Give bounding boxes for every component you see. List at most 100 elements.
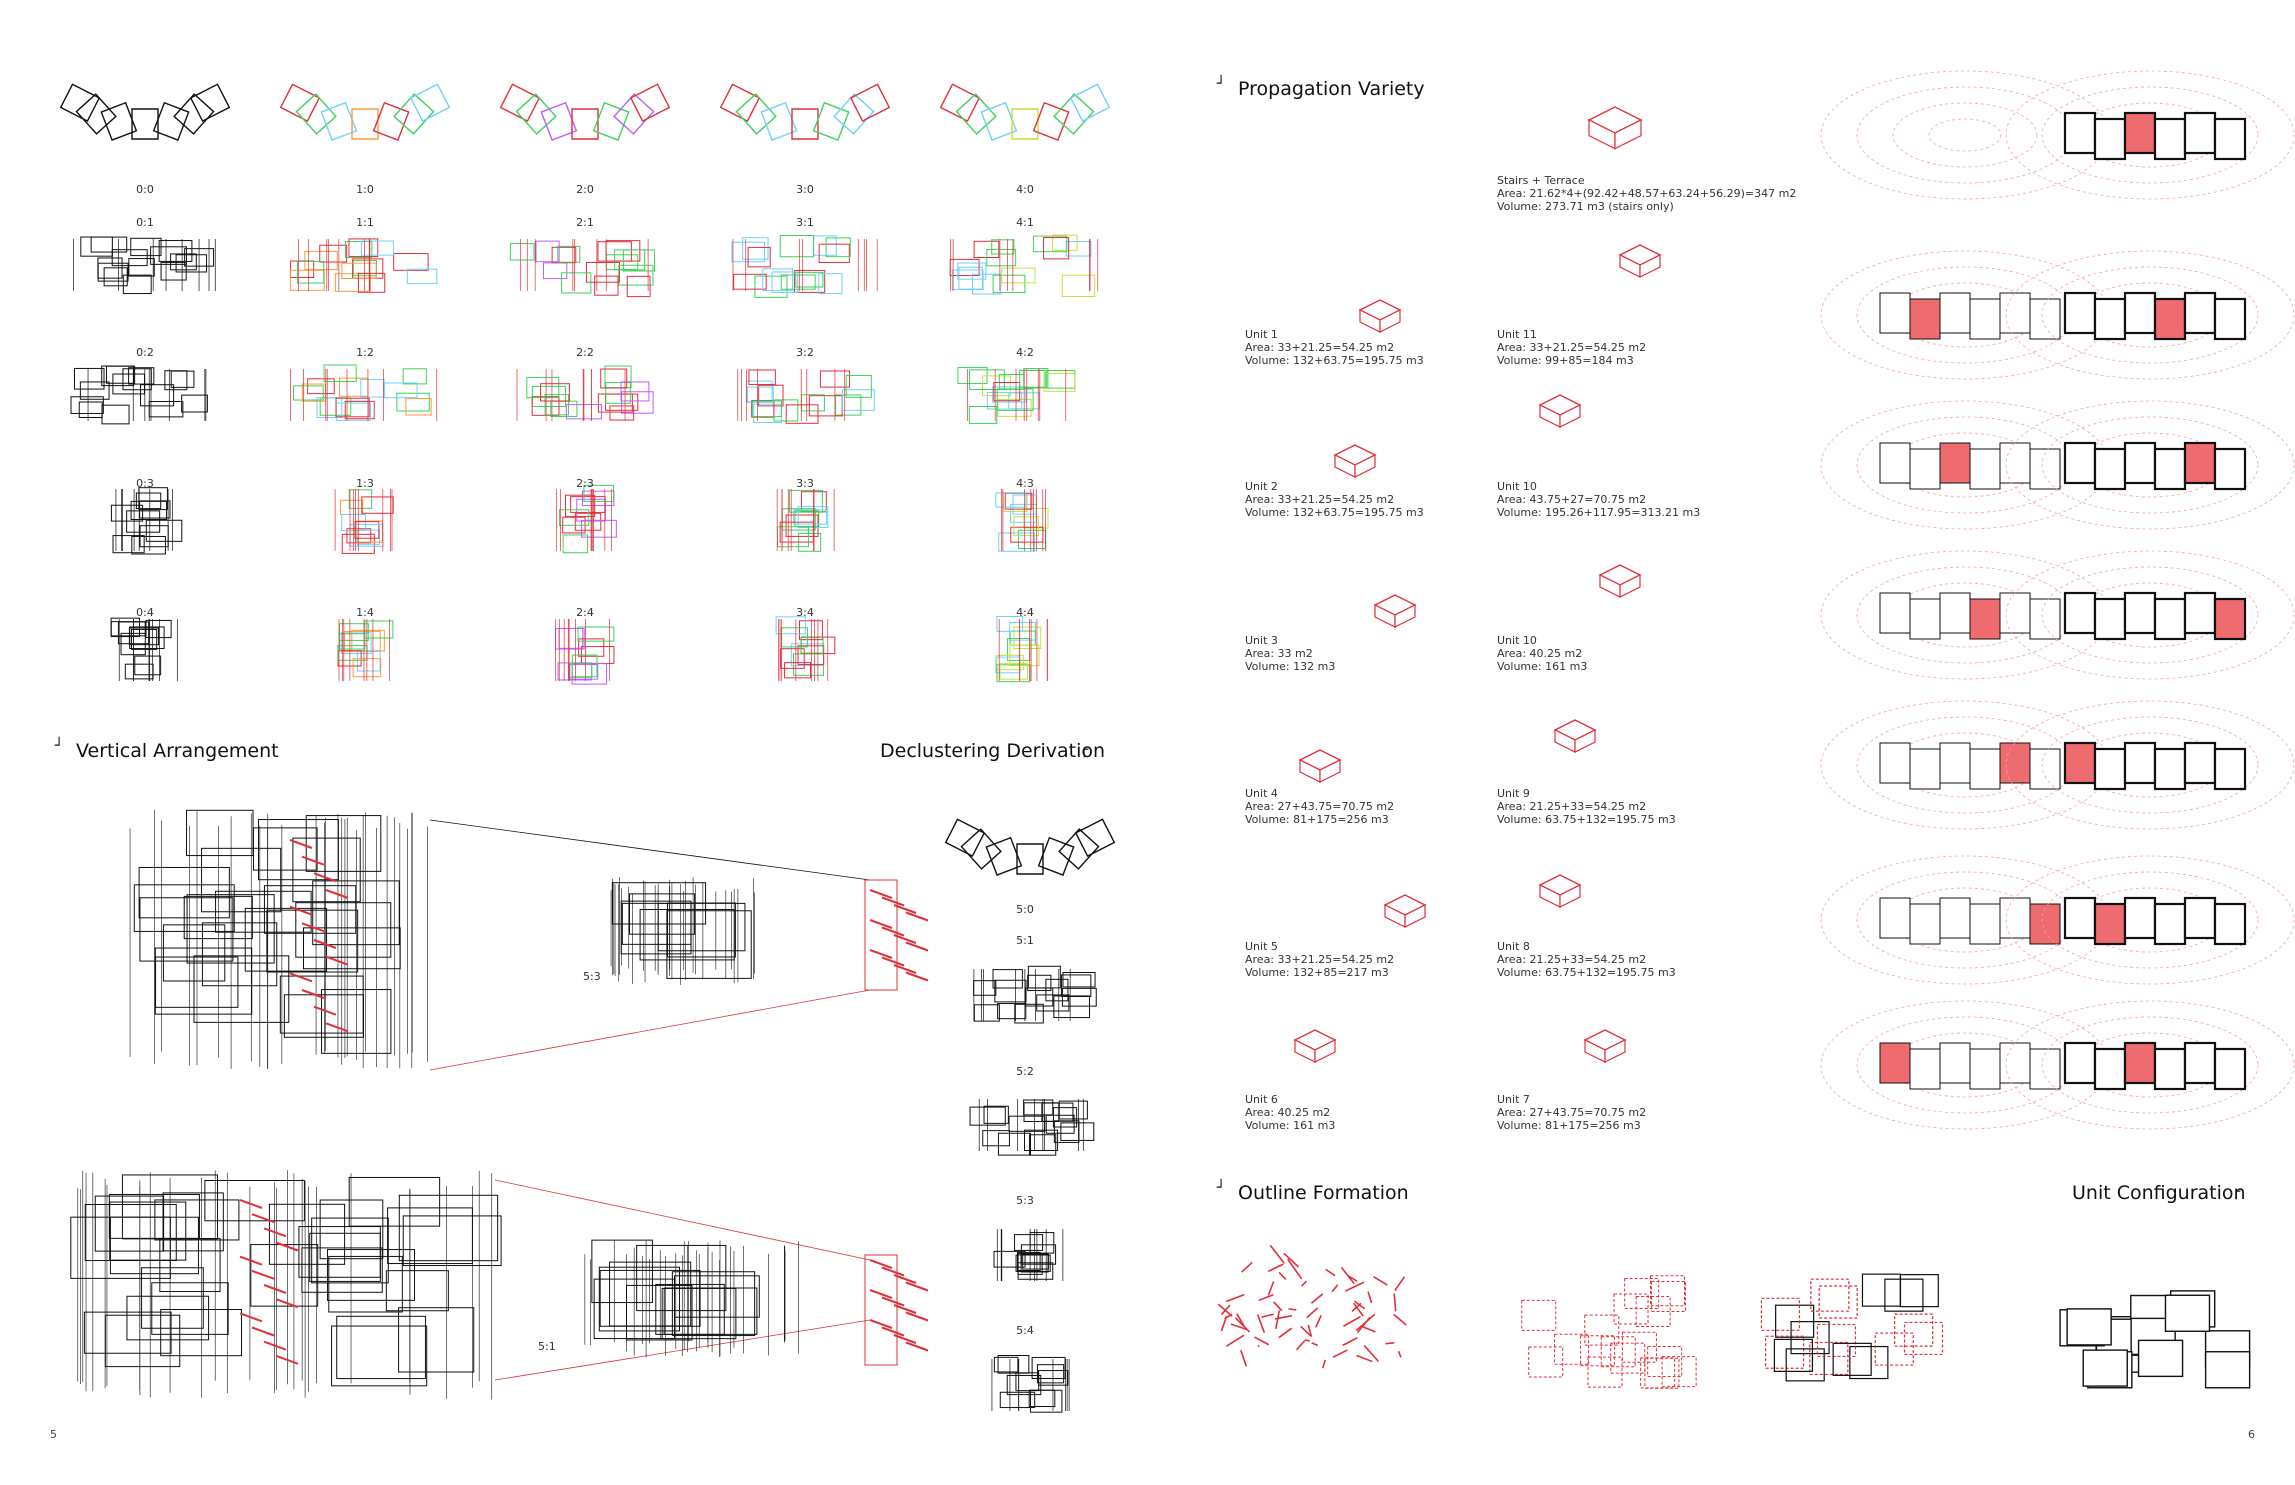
outline-box <box>1600 1336 1636 1368</box>
footprint-unit <box>1939 1042 1971 1084</box>
unit-block <box>565 494 596 517</box>
outline-stroke <box>1258 1294 1274 1302</box>
unit-axon <box>1553 719 1597 753</box>
grid-label: 4:3 <box>1016 477 1034 490</box>
unit-block <box>818 243 850 263</box>
declustering-derivation-title: Declustering Derivation <box>880 740 1106 762</box>
building-block <box>639 908 735 961</box>
outline-box <box>1613 1293 1649 1325</box>
footprint-unit <box>1909 298 1941 340</box>
outline-stroke <box>1288 1308 1297 1311</box>
unit-side <box>1604 1039 1626 1063</box>
outline-box <box>1899 1274 1939 1308</box>
unit-block <box>1029 1389 1063 1413</box>
unit-block <box>372 101 410 141</box>
corner-mark: ┘ <box>55 738 64 754</box>
building-block <box>609 1261 692 1327</box>
unit-area: Area: 21.25+33=54.25 m2 <box>1497 800 1647 813</box>
outline-box <box>1832 1342 1872 1376</box>
unit-area: Area: 33+21.25=54.25 m2 <box>1245 953 1395 966</box>
stair <box>893 1274 917 1284</box>
unit-block <box>1058 828 1100 870</box>
configuration-view <box>2005 700 2295 830</box>
outline-stroke <box>1331 1284 1339 1293</box>
building-block <box>162 1192 224 1252</box>
outline-stroke <box>1353 1302 1364 1317</box>
outline-stroke <box>1256 1314 1266 1333</box>
building-block <box>186 894 275 964</box>
site-ring <box>1856 86 2074 184</box>
footprint-unit <box>1939 592 1971 634</box>
grid-col <box>939 83 1111 683</box>
unit-block <box>542 262 568 280</box>
unit-area: Area: 27+43.75=70.75 m2 <box>1245 800 1395 813</box>
footprint-unit <box>2153 597 2187 641</box>
footprint-unit <box>2183 291 2217 335</box>
unit-block <box>742 237 769 260</box>
outline-stroke <box>1397 1350 1402 1358</box>
callout-5-3: 5:3 <box>583 970 601 983</box>
unit-block <box>1009 644 1040 667</box>
building-block <box>398 1194 499 1262</box>
stair <box>289 839 313 849</box>
stair <box>301 989 325 999</box>
decluster-label-5-2: 5:2 <box>1016 1065 1034 1078</box>
configuration-view <box>2005 550 2295 680</box>
outline-stroke <box>1224 1313 1233 1320</box>
outline-box <box>1580 1335 1616 1367</box>
unit-block <box>164 370 188 391</box>
grid-label: 3:1 <box>796 216 814 229</box>
outline-stroke <box>1356 1354 1373 1363</box>
configuration-view <box>1820 550 2110 680</box>
outline-box <box>1785 1348 1825 1382</box>
unit-block <box>996 388 1034 411</box>
footprint-unit <box>1999 292 2031 334</box>
outline-stroke <box>1236 1313 1245 1327</box>
unit-block <box>550 400 578 417</box>
building-block <box>301 1247 383 1293</box>
configuration-view <box>1820 250 2110 380</box>
unit-block <box>355 520 383 543</box>
unit-block <box>993 382 1021 402</box>
stair <box>881 896 905 907</box>
stair <box>289 905 313 916</box>
building-block <box>348 1176 441 1227</box>
section-box <box>864 879 898 991</box>
unit-block <box>345 241 373 259</box>
outline-box <box>1610 1342 1646 1374</box>
stair <box>301 922 325 933</box>
configuration-view <box>1820 855 2110 985</box>
unit-block <box>1001 267 1036 284</box>
grid-label: 1:0 <box>356 183 374 196</box>
footprint-unit <box>2153 447 2187 491</box>
propagation-grid <box>59 83 1111 685</box>
unit-block <box>145 519 183 542</box>
outline-box <box>1650 1275 1686 1307</box>
unit-volume: Volume: 132 m3 <box>1245 660 1336 673</box>
footprint-unit <box>2063 896 2097 940</box>
grid-label: 4:1 <box>1016 216 1034 229</box>
footprint-unit <box>2213 597 2247 641</box>
unit-block <box>985 836 1023 876</box>
unit-block <box>70 396 104 414</box>
corner-mark: ┌ <box>2232 1184 2241 1200</box>
unit-block <box>138 487 168 511</box>
unit-block <box>944 818 986 858</box>
configured-unit <box>2137 1339 2184 1378</box>
footprint-unit <box>1939 897 1971 939</box>
unit-block <box>813 235 837 256</box>
footprint-unit <box>2153 902 2187 946</box>
unit-block <box>1032 101 1070 141</box>
building-block <box>298 1226 381 1278</box>
footprint-unit <box>2213 297 2247 341</box>
unit-block <box>841 389 875 411</box>
site-ring <box>2041 416 2259 514</box>
site-ring <box>2005 70 2295 200</box>
outline-stroke <box>1394 1276 1406 1292</box>
page-number-right: 6 <box>2248 1428 2255 1441</box>
outline-box <box>1884 1278 1924 1312</box>
outline-box <box>1760 1297 1801 1331</box>
stairs-axon <box>1587 106 1643 150</box>
